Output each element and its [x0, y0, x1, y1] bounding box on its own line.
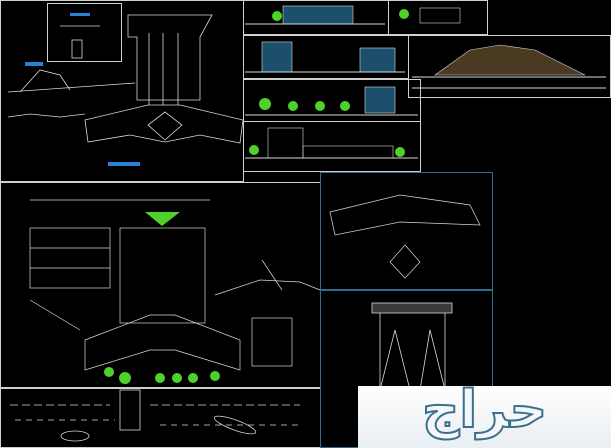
structure-detail-drawing	[371, 302, 453, 391]
building-section-low	[302, 145, 394, 159]
canopy-frame	[379, 313, 411, 391]
watermark-logo-text: حراج	[421, 379, 548, 441]
tree-icon	[119, 372, 131, 384]
tree-icon	[288, 101, 298, 111]
tree-icon	[155, 373, 165, 383]
jetty	[119, 389, 141, 431]
tree-icon	[188, 373, 198, 383]
building-elevation-4	[434, 44, 586, 76]
site-plan-drawing	[29, 199, 321, 371]
shoreline	[7, 113, 86, 118]
building-elevation-5	[364, 86, 396, 114]
central-diamond	[147, 111, 183, 141]
parking-area	[29, 227, 111, 289]
label-mark	[108, 162, 140, 166]
boat-icon	[213, 415, 257, 435]
labels-site-section	[25, 13, 140, 166]
detail-block	[71, 39, 83, 59]
annex-building	[251, 317, 293, 367]
parking-stalls	[29, 299, 81, 331]
building-section	[267, 127, 304, 159]
roof-plan-drawing	[329, 194, 481, 279]
tree-icon	[259, 98, 271, 110]
road-line	[214, 279, 321, 296]
parking-stalls	[261, 259, 283, 291]
tree-icon	[172, 373, 182, 383]
tree-icon	[340, 101, 350, 111]
site-section-drawing	[7, 14, 244, 144]
pier-structure	[127, 14, 213, 101]
label-mark	[70, 13, 90, 16]
tree-canopy	[145, 212, 180, 226]
tree-icon	[210, 371, 220, 381]
tree-icon	[272, 11, 282, 21]
boat-icon	[60, 430, 90, 442]
canopy-frame	[419, 313, 446, 391]
tree-icon	[315, 101, 325, 111]
tree-icon	[395, 147, 405, 157]
building-elevation-3b	[359, 47, 396, 73]
tree-icon	[399, 9, 409, 19]
frame-roof-plan	[320, 172, 493, 290]
building-elevation-1	[282, 5, 354, 25]
canopy-roof	[371, 302, 453, 314]
waterfront-drawing	[10, 389, 300, 442]
roof-outline	[329, 194, 481, 236]
frame-detail-inset	[47, 3, 122, 62]
frame-section	[243, 121, 421, 172]
ground-line	[7, 82, 136, 93]
ship-outline	[19, 69, 71, 93]
terminal-wing	[84, 104, 244, 144]
terminal-building	[119, 227, 206, 324]
tree-icon	[104, 367, 114, 377]
frame-elevation-2	[388, 0, 488, 35]
terminal-wings	[84, 314, 241, 371]
label-mark	[25, 62, 43, 66]
tree-icon	[249, 145, 259, 155]
building-elevation-2	[419, 7, 461, 24]
building-elevation-3	[261, 41, 293, 73]
roof-diamond	[389, 244, 421, 279]
elevation-drawings	[245, 5, 606, 159]
trees	[104, 9, 409, 384]
frame-waterfront	[0, 388, 321, 448]
watermark-logo: حراج	[358, 379, 611, 448]
